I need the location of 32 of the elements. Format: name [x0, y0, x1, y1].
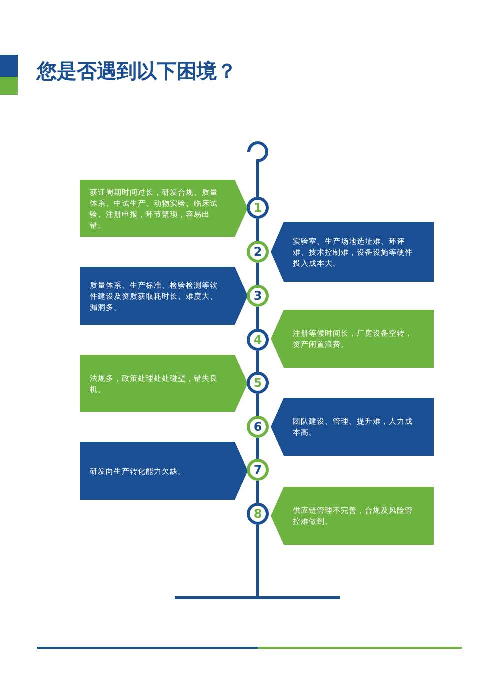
timeline-line [256, 263, 260, 285]
timeline-line [256, 438, 260, 459]
number-circle [247, 329, 269, 351]
arrow-box [271, 487, 434, 545]
step-number: 3 [254, 290, 262, 302]
number-circle [247, 372, 269, 394]
timeline-line [256, 481, 260, 503]
number-circle [247, 416, 269, 438]
step-number: 5 [254, 377, 262, 389]
arrow-box [80, 355, 248, 412]
step-number: 6 [254, 421, 262, 433]
arrow-box [271, 222, 434, 282]
timeline-line [256, 307, 260, 329]
number-circle [247, 503, 269, 525]
number-circle [247, 459, 269, 481]
number-circle [247, 197, 269, 219]
arrow-box [271, 398, 434, 456]
arrow-box [80, 180, 248, 237]
arrow-box [80, 267, 248, 325]
step-number: 1 [254, 202, 262, 214]
number-circle [247, 285, 269, 307]
step-number: 4 [254, 334, 262, 346]
step-number: 7 [254, 464, 262, 476]
timeline-line [256, 394, 260, 416]
step-number: 8 [254, 508, 262, 520]
timeline-line [256, 219, 260, 241]
arrow-box [80, 442, 248, 500]
step-number: 2 [254, 246, 262, 258]
timeline-line [256, 351, 260, 372]
arrow-box [271, 310, 434, 368]
number-circle [247, 241, 269, 263]
title: 您是否遇到以下困境？ [37, 58, 237, 85]
